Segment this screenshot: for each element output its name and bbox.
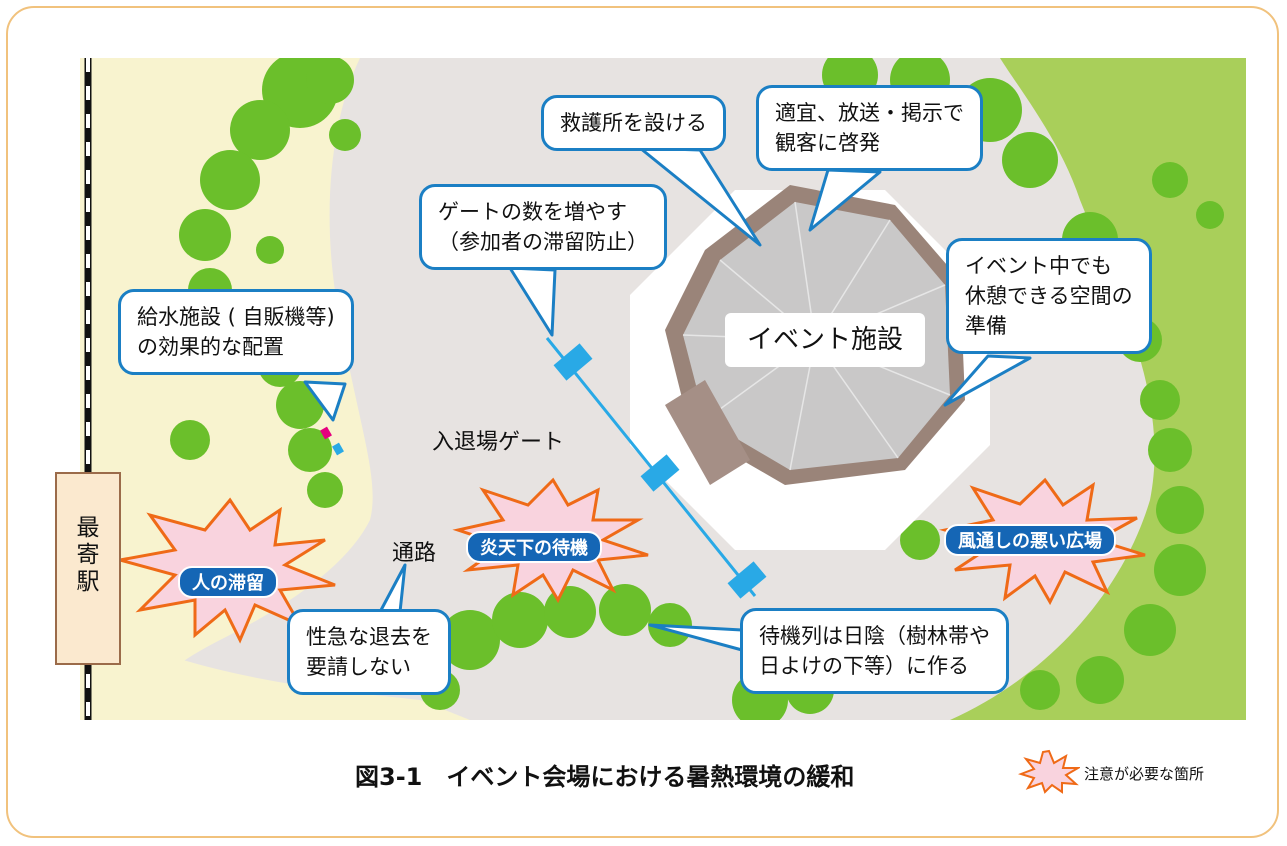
callout-rest: イベント中でも 休憩できる空間の 準備 <box>946 238 1152 354</box>
caution-badge-sun: 炎天下の待機 <box>466 531 602 563</box>
callout-water: 給水施設 ( 自販機等) の効果的な配置 <box>118 289 354 375</box>
callout-exit: 性急な退去を 要請しない <box>287 609 451 695</box>
station-label: 最寄駅 <box>76 515 100 595</box>
passage-label: 通路 <box>392 541 437 566</box>
legend-burst-icon <box>1018 749 1080 794</box>
legend-label: 注意が必要な箇所 <box>1084 765 1205 783</box>
figure-caption: 図3-1 イベント会場における暑熱環境の緩和 <box>355 763 855 791</box>
facility-annex <box>665 380 750 485</box>
caution-badge-plaza: 風通しの悪い広場 <box>944 524 1116 556</box>
sand-area-bottom <box>80 620 470 720</box>
station-building <box>55 472 121 665</box>
vending-machine-1 <box>320 426 332 440</box>
vending-machine-2 <box>332 442 344 456</box>
callout-queue: 待機列は日陰（樹林帯や 日よけの下等）に作る <box>740 608 1009 694</box>
callout-gates: ゲートの数を増やす （参加者の滞留防止） <box>419 184 667 270</box>
caution-badge-crowd: 人の滞留 <box>178 566 278 598</box>
callout-first-aid: 救護所を設ける <box>541 95 726 151</box>
gate-label: 入退場ゲート <box>432 430 565 455</box>
event-facility-label: イベント施設 <box>725 313 925 367</box>
gate-line <box>545 337 767 599</box>
callout-broadcast: 適宜、放送・掲示で 観客に啓発 <box>756 85 983 171</box>
